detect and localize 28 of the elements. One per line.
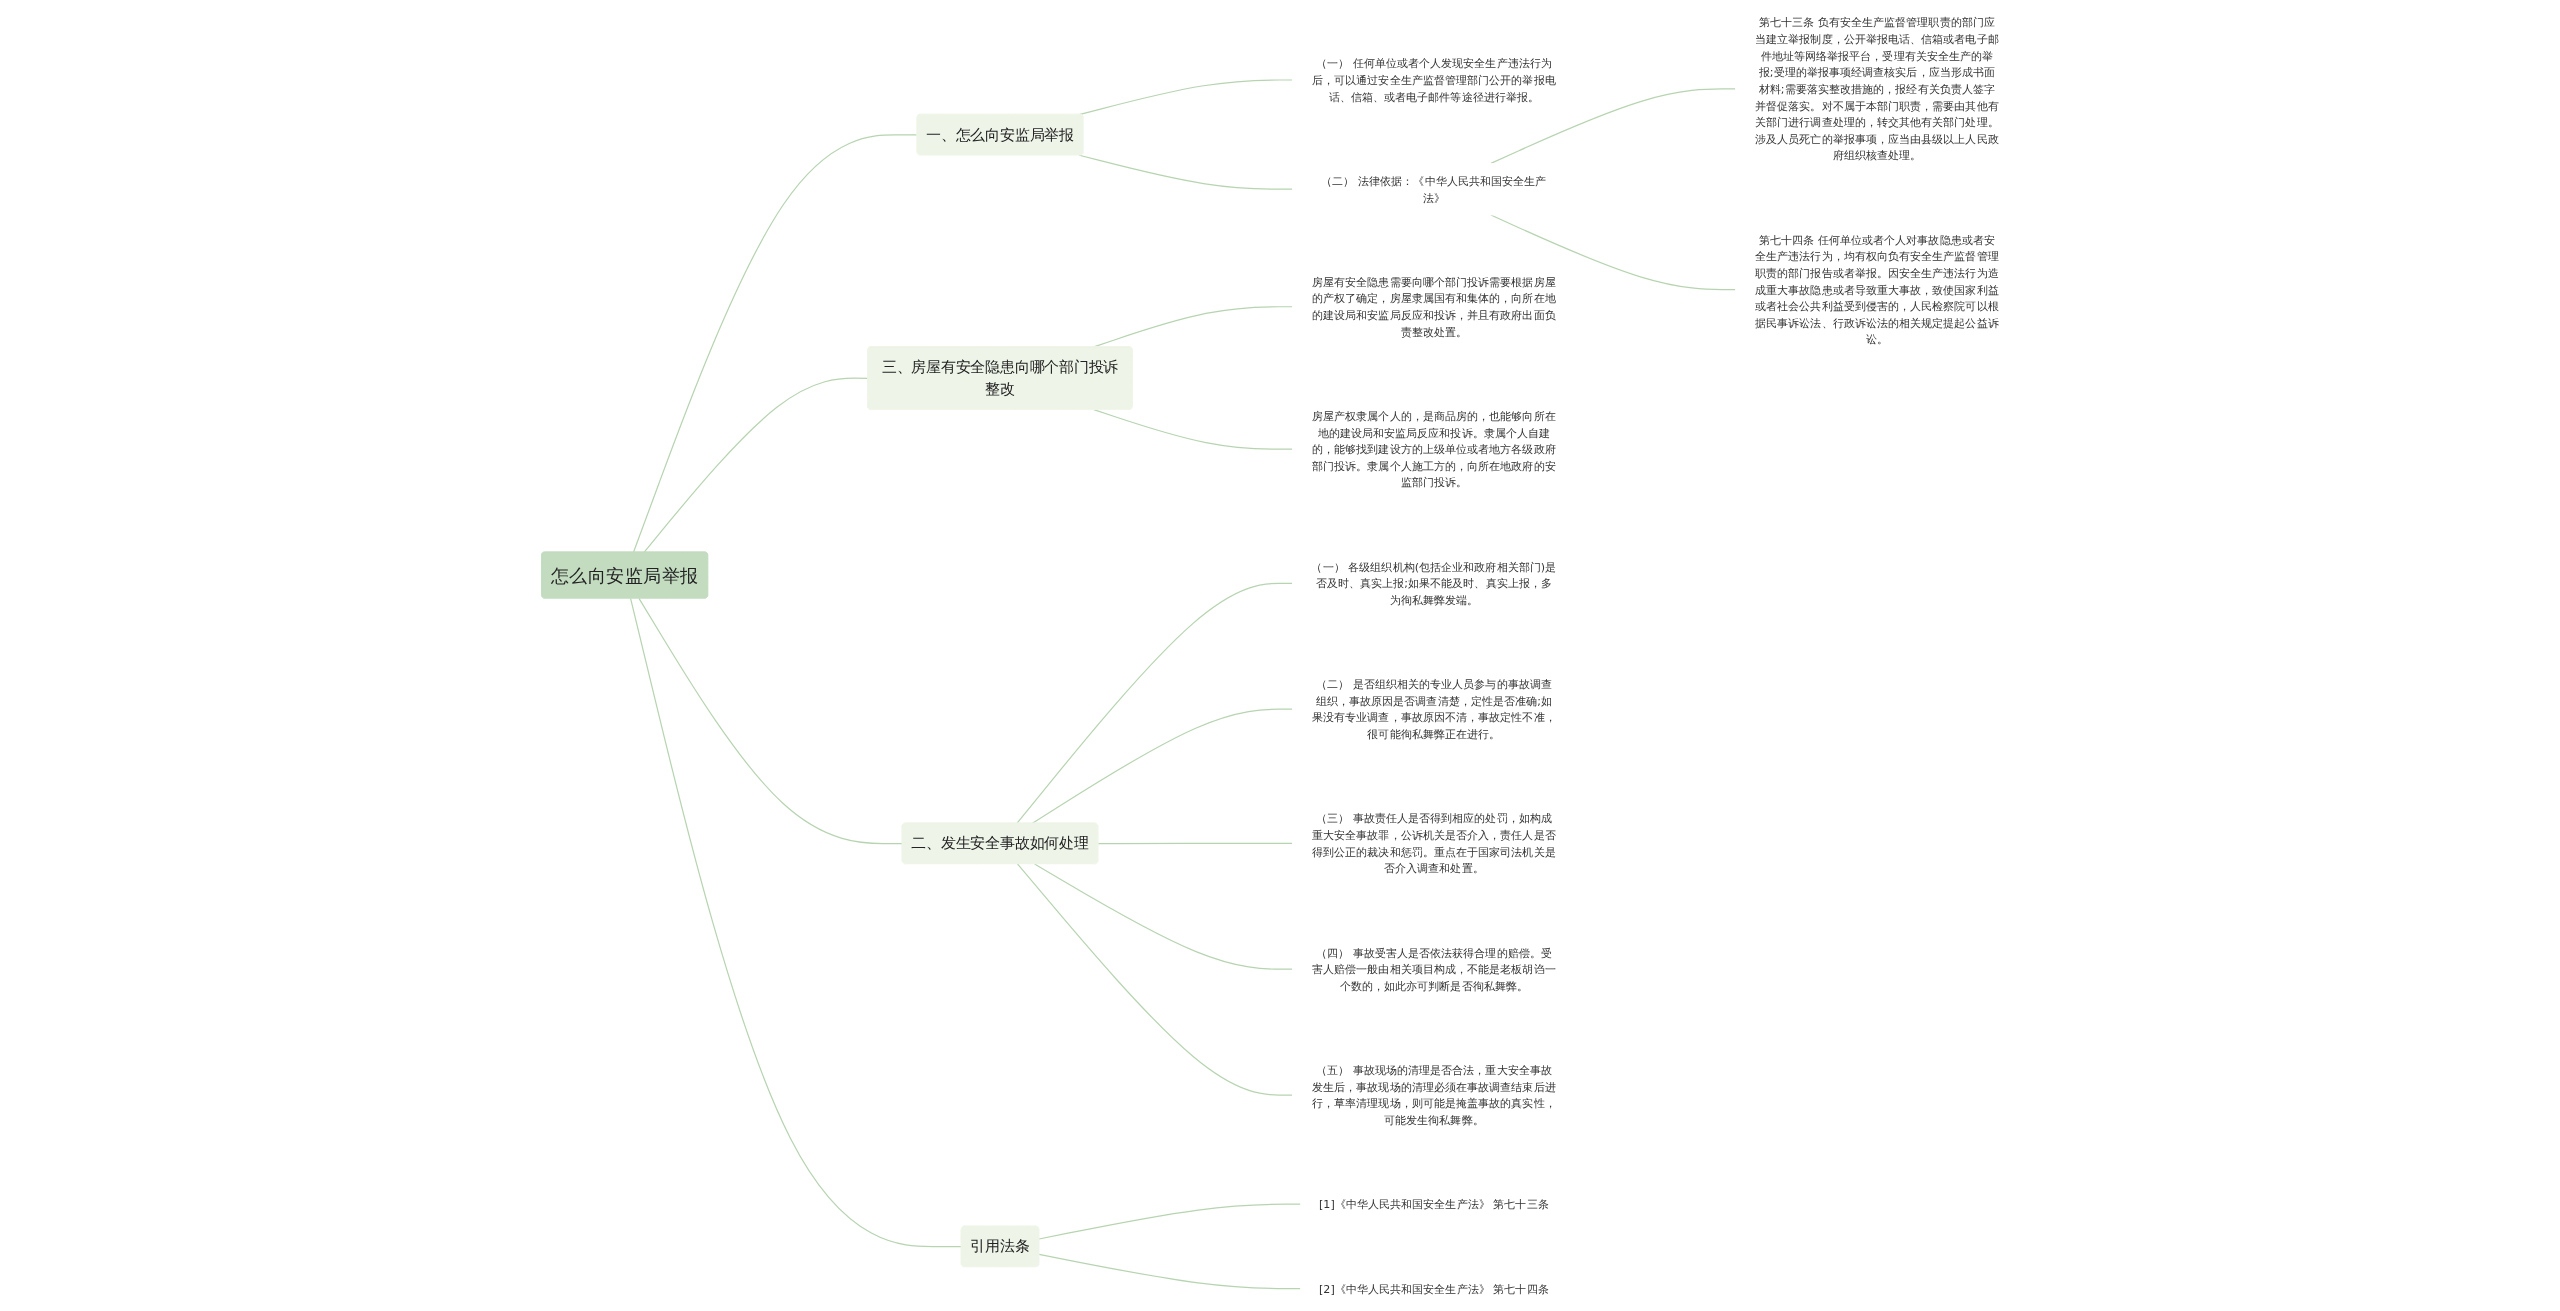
node-text: （一） 任何单位或者个人发现安全生产违法行为后，可以通过安全生产监督管理部门公开的举报电话、信箱、或者电子邮件等途径进行举报。 (1312, 56, 1556, 104)
node-text: （五） 事故现场的清理是否合法，重大安全事故发生后，事故现场的清理必须在事故调查结束后进行，草率清理现场，则可能是掩盖事故的真实性，可能发生徇私舞弊。 (1312, 1063, 1556, 1127)
node-text: [2]《中华人民共和国安全生产法》 第七十四条 (1319, 1282, 1549, 1295)
connector (1016, 863, 1293, 1096)
node-text: （二） 是否组织相关的专业人员参与的事故调查组织，事故原因是否调查清楚，定性是否准确;如果没有专业调查，事故原因不清，事故定性不准，很可能徇私舞弊正在进行。 (1312, 677, 1556, 741)
node-text: （二） 法律依据：《中华人民共和国安全生产法》 (1321, 174, 1547, 204)
connector (629, 597, 963, 1248)
connector (1038, 1203, 1302, 1240)
connector (1031, 708, 1293, 824)
connector (1078, 154, 1293, 190)
connector (1078, 79, 1293, 116)
connector (1097, 842, 1293, 845)
connector (1490, 88, 1736, 164)
connector (1038, 1253, 1302, 1290)
connector (1093, 409, 1293, 450)
node-text: （一） 各级组织机构(包括企业和政府相关部门)是否及时、真实上报;如果不能及时、真实上报，多为徇私舞弊发端。 (1311, 560, 1557, 607)
node-text: （四） 事故受害人是否依法获得合理的赔偿。受害人赔偿一般由相关项目构成，不能是老板胡诌一个数的，如此亦可判断是否徇私舞弊。 (1312, 946, 1556, 993)
connector (1016, 582, 1293, 824)
node-text: [1]《中华人民共和国安全生产法》 第七十三条 (1319, 1197, 1549, 1211)
node-text: （三） 事故责任人是否得到相应的处罚，如构成重大安全事故罪，公诉机关是否介入，责任人是否得到公正的裁决和惩罚。重点在于国家司法机关是否介入调查和处置。 (1312, 811, 1556, 875)
node-text: 第七十四条 任何单位或者个人对事故隐患或者安全生产违法行为，均有权向负有安全生产监督管理职责的部门报告或者举报。因安全生产违法行为造成重大事故隐患或者导致重大事故，致使国家利益或者社会公共利益受到侵害的，人民检察院可以根据民事诉讼法、行政诉讼法的相关规定提起公益诉讼。 (1755, 233, 1999, 346)
connector (632, 134, 918, 553)
node-text: 房屋有安全隐患需要向哪个部门投诉需要根据房屋的产权了确定，房屋隶属国有和集体的，向所在地的建设局和安监局反应和投诉，并且有政府出面负责整改处置。 (1312, 275, 1556, 339)
connector (643, 377, 869, 553)
connector (638, 597, 904, 845)
node-text: 房屋产权隶属个人的，是商品房的，也能够向所在地的建设局和安监局反应和投诉。隶属个人自建的，能够找到建设方的上级单位或者地方各级政府部门投诉。隶属个人施工方的，向所在地政府的安监部门投诉。 (1312, 409, 1556, 489)
connector (1033, 863, 1293, 970)
node-text: 第七十三条 负有安全生产监督管理职责的部门应当建立举报制度，公开举报电话、信箱或者电子邮件地址等网络举报平台，受理有关安全生产的举报;受理的举报事项经调查核实后，应当形成书面材料;需要落实整改措施的，报经有关负责人签字并督促落实。对不属于本部门职责，需要由其他有关部门进行调查处理的，转交其他有关部门处理。涉及人员死亡的举报事项，应当由县级以上人民政府组织核查处理。 (1755, 16, 1999, 162)
